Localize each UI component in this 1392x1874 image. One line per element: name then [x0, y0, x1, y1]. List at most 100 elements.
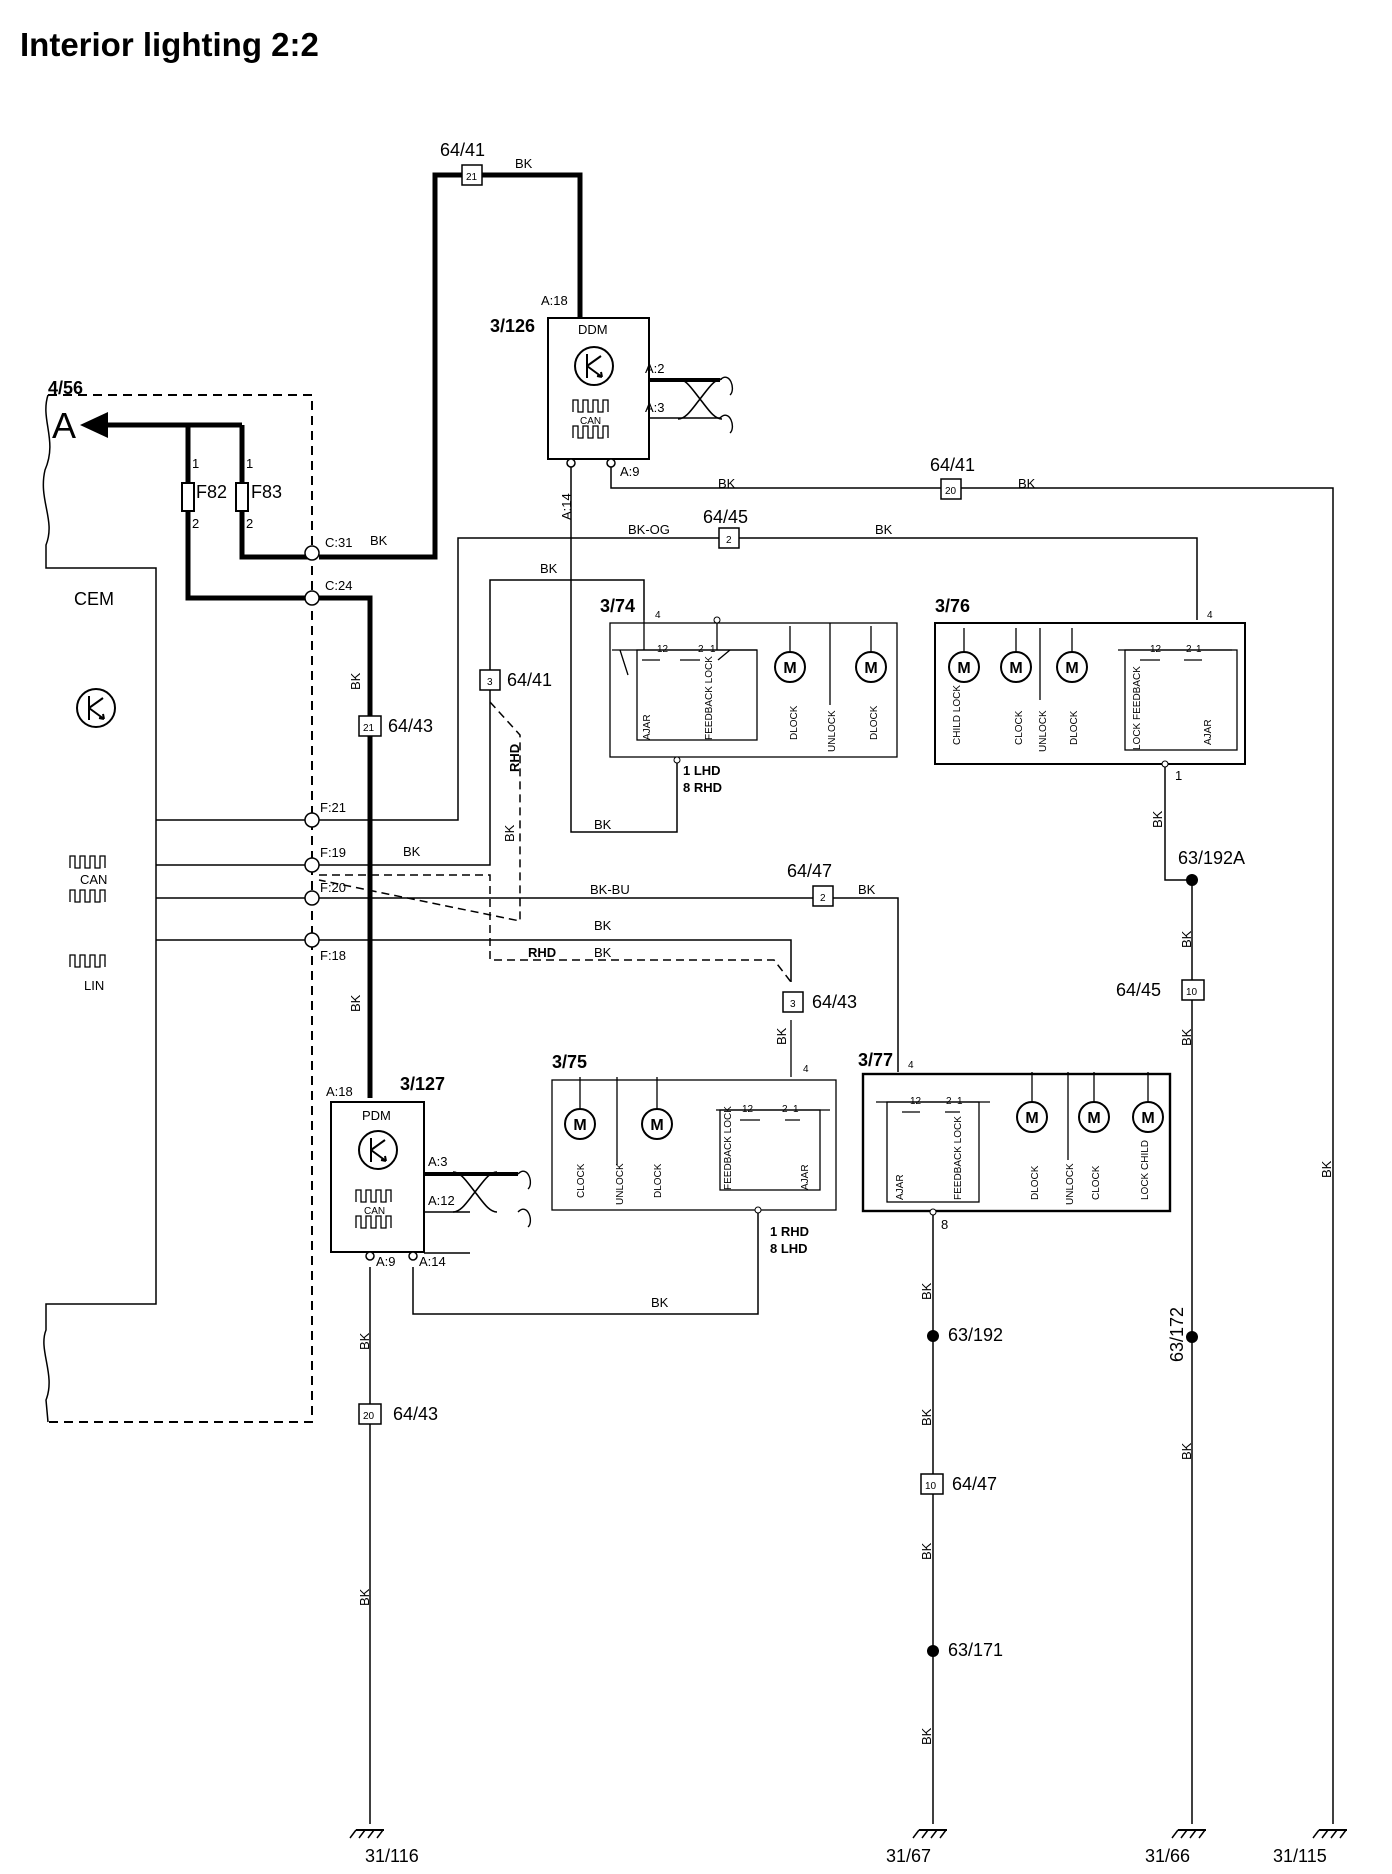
ddm-module: 3/126 DDM CAN A:18 A:2 A:3 A:14 A:9: [490, 293, 734, 520]
wire-bk-375: BK: [774, 1027, 789, 1045]
wire-a9-bk-2: BK: [1018, 476, 1036, 491]
lock-374-pin4: 4: [655, 610, 661, 621]
lock-374-pin12: 12: [657, 644, 669, 655]
splice-63-192: 63/192: [948, 1325, 1003, 1345]
lock-374-motor-2-icon: [855, 651, 887, 683]
splice-63-172: 63/172: [1167, 1307, 1187, 1362]
lock-376-pin4: 4: [1207, 610, 1213, 621]
lock-374-out-lhd: 1 LHD: [683, 763, 721, 778]
ddm-name: DDM: [578, 322, 608, 337]
lock-377-pin1: 1: [957, 1096, 963, 1107]
splice-63-172-icon: [1186, 1331, 1198, 1343]
fuse-f82-pin1: 1: [192, 456, 199, 471]
lock-377-out: 8: [941, 1217, 948, 1232]
lock-3-75: 3/75 4 12 2 1 CLOCK UNLOCK DLOCK FEEDBAC…: [551, 1020, 837, 1256]
cem-control-unit-icon: [76, 688, 116, 728]
conn-64-43-b-pin: 3: [790, 999, 796, 1010]
wire-bk-192a: BK: [1150, 810, 1165, 828]
lock-374-unlock: UNLOCK: [827, 710, 838, 752]
pdm-pin-a12: A:12: [428, 1193, 455, 1208]
ddm-pin-a9: A:9: [620, 464, 640, 479]
page-title: Interior lighting 2:2: [20, 26, 319, 63]
pdm-pin-a14: A:14: [419, 1254, 446, 1269]
wire-bk-6447: BK: [858, 882, 876, 897]
conn-64-43-c-pin: 20: [363, 1411, 375, 1422]
pdm-pin-a18: A:18: [326, 1084, 353, 1099]
ddm-twisted-pair-icon: [677, 378, 723, 420]
lock-374-ajar: AJAR: [642, 714, 653, 740]
lock-377-motor-3-icon: [1132, 1101, 1164, 1133]
ddm-id: 3/126: [490, 316, 535, 336]
lock-377-feedback-lock: FEEDBACK LOCK: [953, 1116, 964, 1200]
pdm-module: 3/127 PDM CAN A:18 A:3 A:12 A:9 A:14: [326, 1074, 532, 1269]
cem-pin-c24: C:24: [325, 578, 352, 593]
lock-3-76: 3/76 4 12 2 1 CHILD LOCK CLOCK UNLOCK DL…: [934, 596, 1246, 783]
lock-374-id: 3/74: [600, 596, 635, 616]
wire-rhd-bk: BK: [594, 945, 612, 960]
wire-f19-bk: BK: [403, 844, 421, 859]
fuse-f83-label: F83: [251, 482, 282, 502]
lock-3-77: 3/77 4 12 2 1 AJAR FEEDBACK LOCK DLOCK U…: [858, 1050, 1172, 1232]
lock-376-dlock: DLOCK: [1069, 710, 1080, 745]
conn-64-41-right-pin: 20: [945, 486, 957, 497]
wire-f19-bk-2: BK: [502, 824, 517, 842]
cem-module: 4/56 A CEM CAN LIN F82 F83 1 2 1 2 C:31 …: [42, 378, 352, 1423]
lock-377-lock-child: LOCK CHILD: [1140, 1140, 1151, 1200]
wire-bk-374: BK: [540, 561, 558, 576]
conn-64-41-left: 64/41: [507, 670, 552, 690]
lock-375-out-rhd: 1 RHD: [770, 1224, 809, 1239]
lock-374-pin1: 1: [710, 644, 716, 655]
lock-374-motor-1-icon: [774, 651, 806, 683]
lock-376-out: 1: [1175, 768, 1182, 783]
conn-64-41-top-pin: 21: [466, 172, 478, 183]
cem-arrow-letter: A: [52, 405, 76, 446]
wire-bk-bu: BK-BU: [590, 882, 630, 897]
rhd-label-a: RHD: [507, 744, 522, 772]
cem-id: 4/56: [48, 378, 83, 398]
conn-64-45-r: 64/45: [1116, 980, 1161, 1000]
lock-376-pin1: 1: [1196, 644, 1202, 655]
wire-bk-og: BK-OG: [628, 522, 670, 537]
conn-64-47-b-pin: 10: [925, 1481, 937, 1492]
lock-374-pin2: 2: [698, 644, 704, 655]
lock-374-out-rhd: 8 RHD: [683, 780, 722, 795]
pdm-pin-a9: A:9: [376, 1254, 396, 1269]
conn-64-47-mid-pin: 2: [820, 893, 826, 904]
pdm-name: PDM: [362, 1108, 391, 1123]
lock-376-child-lock: CHILD LOCK: [952, 685, 963, 745]
wire-bk-377d: BK: [919, 1727, 934, 1745]
cem-name: CEM: [74, 589, 114, 609]
wire-a9-bk-1: BK: [718, 476, 736, 491]
wire-f18-bk: BK: [594, 918, 612, 933]
splices: [927, 874, 1198, 1657]
lock-375-ajar: AJAR: [800, 1164, 811, 1190]
ground-31-115: 31/115: [1273, 1846, 1327, 1866]
ground-icon-31-66: [1171, 1807, 1207, 1839]
fuse-f82-icon: [181, 482, 195, 512]
wire-ddm-bk: BK: [594, 817, 612, 832]
lock-375-dlock: DLOCK: [653, 1163, 664, 1198]
pdm-twisted-pair-icon: [452, 1171, 498, 1213]
conn-64-47-mid: 64/47: [787, 861, 832, 881]
pdm-can-label: CAN: [364, 1206, 385, 1217]
lock-375-pin4: 4: [803, 1064, 809, 1075]
wire-bk-6445: BK: [875, 522, 893, 537]
can-waveform-icon-2: [69, 889, 106, 903]
lock-375-pin12: 12: [742, 1104, 754, 1115]
conn-64-43-c: 64/43: [393, 1404, 438, 1424]
splice-63-192-icon: [927, 1330, 939, 1342]
conn-64-43-a: 64/43: [388, 716, 433, 736]
wire-bk-pdm-a14: BK: [651, 1295, 669, 1310]
fuse-f82-label: F82: [196, 482, 227, 502]
conn-64-47-b: 64/47: [952, 1474, 997, 1494]
lock-375-pin1: 1: [793, 1104, 799, 1115]
lock-376-motor-2-icon: [1000, 651, 1032, 683]
conn-64-41-left-pin: 3: [487, 677, 493, 688]
lock-376-motor-1-icon: [948, 651, 980, 683]
fuse-f83-icon: [235, 482, 249, 512]
fuse-f83-pin1: 1: [246, 456, 253, 471]
lock-377-motor-1-icon: [1016, 1101, 1048, 1133]
lock-377-clock: CLOCK: [1091, 1165, 1102, 1200]
conn-64-45-mid-pin: 2: [726, 535, 732, 546]
lin-waveform-icon: [69, 954, 106, 968]
